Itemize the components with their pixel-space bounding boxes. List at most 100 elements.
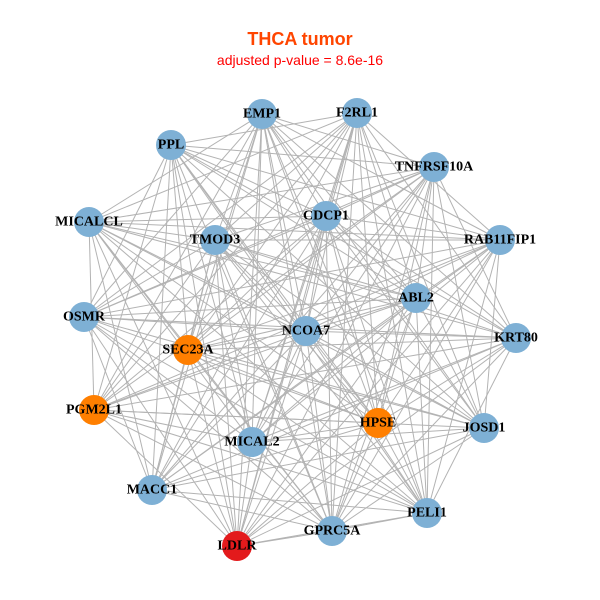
node-tnfrsf10a[interactable]: TNFRSF10A (395, 152, 474, 182)
edge-osmr-macc1 (83, 316, 153, 491)
edge-abl2-peli1 (415, 297, 428, 514)
node-circle[interactable] (401, 283, 431, 313)
node-emp1[interactable]: EMP1 (243, 99, 281, 129)
edge-abl2-osmr (83, 297, 417, 318)
node-circle[interactable] (247, 99, 277, 129)
node-circle[interactable] (69, 302, 99, 332)
edge-rab11fip1-mical2 (251, 239, 501, 443)
node-osmr[interactable]: OSMR (63, 302, 106, 332)
edge-emp1-hpse (261, 113, 379, 424)
node-circle[interactable] (501, 323, 531, 353)
node-josd1[interactable]: JOSD1 (463, 413, 506, 443)
node-rab11fip1[interactable]: RAB11FIP1 (464, 225, 536, 255)
node-krt80[interactable]: KRT80 (494, 323, 538, 353)
node-circle[interactable] (317, 516, 347, 546)
node-hpse[interactable]: HPSE (360, 408, 397, 438)
node-peli1[interactable]: PELI1 (407, 498, 447, 528)
node-circle[interactable] (222, 531, 252, 561)
node-circle[interactable] (485, 225, 515, 255)
edge-cdcp1-pgm2l1 (93, 215, 327, 411)
edge-tnfrsf10a-krt80 (433, 166, 517, 339)
edge-f2rl1-peli1 (356, 112, 428, 514)
node-circle[interactable] (412, 498, 442, 528)
edge-pgm2l1-gprc5a (93, 409, 333, 532)
node-circle[interactable] (291, 316, 321, 346)
edge-pgm2l1-peli1 (93, 409, 428, 514)
node-circle[interactable] (237, 427, 267, 457)
edge-ncoa7-sec23a (187, 330, 307, 351)
edge-abl2-pgm2l1 (93, 297, 417, 411)
edge-ncoa7-gprc5a (305, 330, 333, 532)
edge-ncoa7-josd1 (305, 330, 485, 429)
edge-ncoa7-mical2 (251, 330, 307, 443)
edge-f2rl1-pgm2l1 (93, 112, 358, 411)
edge-krt80-pgm2l1 (93, 337, 517, 411)
node-mical2[interactable]: MICAL2 (224, 427, 280, 457)
node-circle[interactable] (79, 395, 109, 425)
node-cdcp1[interactable]: CDCP1 (303, 201, 349, 231)
edge-josd1-mical2 (251, 427, 485, 443)
node-tmod3[interactable]: TMOD3 (190, 225, 241, 255)
node-label: PPL (158, 138, 184, 153)
node-ncoa7[interactable]: NCOA7 (282, 316, 330, 346)
node-label: PGM2L1 (66, 403, 122, 418)
edge-ppl-abl2 (170, 144, 417, 299)
edge-rab11fip1-gprc5a (331, 239, 501, 532)
node-f2rl1[interactable]: F2RL1 (336, 98, 378, 128)
edge-ppl-krt80 (170, 144, 517, 339)
node-sec23a[interactable]: SEC23A (162, 335, 215, 365)
edge-rab11fip1-hpse (377, 239, 501, 424)
node-ppl[interactable]: PPL (156, 130, 186, 160)
edge-gprc5a-ldlr (236, 530, 333, 547)
edge-tmod3-abl2 (214, 239, 417, 299)
node-pgm2l1[interactable]: PGM2L1 (66, 395, 122, 425)
node-label: TMOD3 (190, 233, 241, 248)
node-circle[interactable] (173, 335, 203, 365)
edge-ncoa7-krt80 (305, 330, 517, 339)
edge-micalcl-abl2 (88, 221, 417, 299)
node-abl2[interactable]: ABL2 (398, 283, 434, 313)
edge-emp1-abl2 (261, 113, 417, 299)
edge-cdcp1-macc1 (151, 215, 327, 491)
node-label: HPSE (360, 416, 397, 431)
edge-ppl-macc1 (151, 144, 172, 491)
edge-osmr-gprc5a (83, 316, 333, 532)
edge-f2rl1-macc1 (151, 112, 358, 491)
node-macc1[interactable]: MACC1 (127, 475, 178, 505)
edge-abl2-ncoa7 (305, 297, 417, 332)
edge-ppl-hpse (170, 144, 379, 424)
node-label: F2RL1 (336, 106, 378, 121)
edge-pgm2l1-josd1 (93, 409, 485, 429)
edges-layer (83, 112, 517, 547)
node-circle[interactable] (311, 201, 341, 231)
edge-pgm2l1-mical2 (93, 409, 253, 443)
node-circle[interactable] (469, 413, 499, 443)
edge-ncoa7-macc1 (151, 330, 307, 491)
edge-tmod3-krt80 (214, 239, 517, 339)
edge-tmod3-pgm2l1 (93, 239, 216, 411)
edge-emp1-peli1 (261, 113, 428, 514)
node-circle[interactable] (200, 225, 230, 255)
node-label: MICALCL (55, 215, 123, 230)
node-gprc5a[interactable]: GPRC5A (304, 516, 362, 546)
edge-ncoa7-ldlr (236, 330, 307, 547)
node-circle[interactable] (137, 475, 167, 505)
node-label: MICAL2 (224, 435, 279, 450)
edge-ppl-cdcp1 (170, 144, 327, 217)
node-circle[interactable] (363, 408, 393, 438)
edge-josd1-gprc5a (331, 427, 485, 532)
node-circle[interactable] (419, 152, 449, 182)
node-circle[interactable] (156, 130, 186, 160)
edge-f2rl1-micalcl (88, 112, 358, 223)
edge-micalcl-rab11fip1 (88, 221, 501, 241)
node-label: PELI1 (407, 506, 447, 521)
node-micalcl[interactable]: MICALCL (55, 207, 123, 237)
node-circle[interactable] (74, 207, 104, 237)
node-circle[interactable] (342, 98, 372, 128)
edge-emp1-ldlr (236, 113, 263, 547)
node-ldlr[interactable]: LDLR (218, 531, 258, 561)
node-label: LDLR (218, 539, 258, 554)
edge-micalcl-josd1 (88, 221, 485, 429)
